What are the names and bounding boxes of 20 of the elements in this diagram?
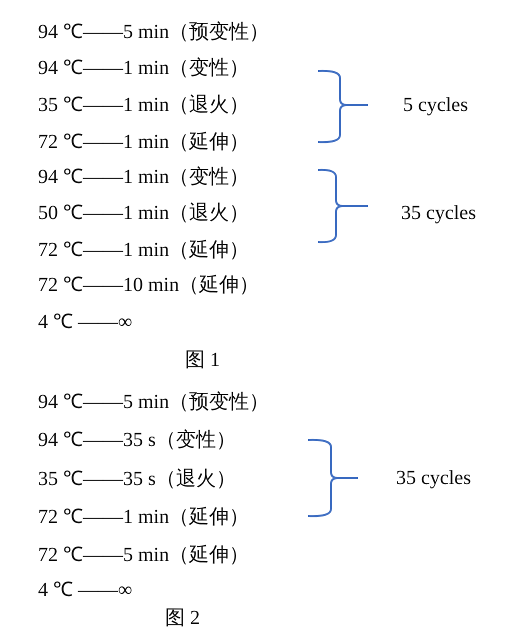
figure-caption: 图 2 [165,606,200,630]
protocol-step: 94 ℃——35 s（变性） [38,428,236,452]
protocol-step: 4 ℃ ——∞ [38,310,132,334]
protocol-step: 72 ℃——1 min（延伸） [38,130,250,154]
protocol-step: 35 ℃——35 s（退火） [38,467,236,491]
protocol-step: 50 ℃——1 min（退火） [38,201,250,225]
protocol-step: 94 ℃——5 min（预变性） [38,390,270,414]
cycle-count: 35 cycles [401,201,476,225]
protocol-step: 72 ℃——1 min（延伸） [38,238,250,262]
figure-caption: 图 1 [185,348,220,372]
protocol-step: 72 ℃——5 min（延伸） [38,543,250,567]
protocol-step: 35 ℃——1 min（退火） [38,93,250,117]
protocol-step: 4 ℃ ——∞ [38,578,132,602]
cycle-count: 5 cycles [403,93,468,117]
protocol-step: 94 ℃——1 min（变性） [38,56,250,80]
cycle-count: 35 cycles [396,466,471,490]
protocol-step: 94 ℃——1 min（变性） [38,165,250,189]
protocol-step: 94 ℃——5 min（预变性） [38,20,270,44]
protocol-step: 72 ℃——1 min（延伸） [38,505,250,529]
protocol-step: 72 ℃——10 min（延伸） [38,273,260,297]
